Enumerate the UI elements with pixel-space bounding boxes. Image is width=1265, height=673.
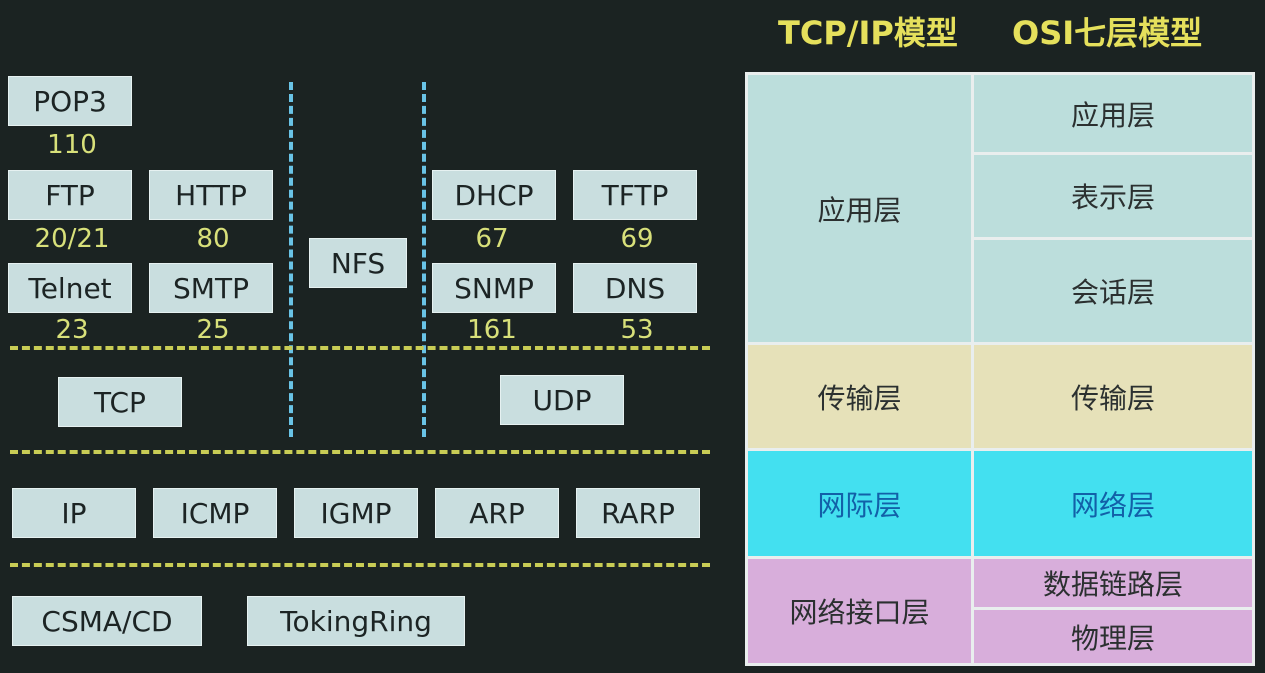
protocol-tftp: TFTP [573, 170, 697, 220]
protocol-icmp: ICMP [153, 488, 277, 538]
protocol-dhcp: DHCP [432, 170, 556, 220]
protocol-snmp: SNMP [432, 263, 556, 313]
port-http: 80 [196, 224, 230, 254]
protocol-dns: DNS [573, 263, 697, 313]
protocol-http: HTTP [149, 170, 273, 220]
osi-presentation-layer: 表示层 [974, 155, 1252, 237]
separator-transport-internet [10, 450, 710, 454]
osi-session-layer: 会话层 [974, 240, 1252, 342]
osi-network-layer: 网络层 [974, 451, 1252, 556]
tcpip-internet-layer: 网际层 [748, 451, 971, 556]
protocol-token-ring: TokingRing [247, 596, 465, 646]
port-telnet: 23 [55, 315, 89, 345]
tcpip-transport-layer: 传输层 [748, 345, 971, 448]
osi-transport-layer: 传输层 [974, 345, 1252, 448]
protocol-nfs: NFS [309, 238, 407, 288]
separator-internet-link [10, 563, 710, 567]
separator-app-transport [10, 346, 710, 350]
osi-application-layer: 应用层 [974, 75, 1252, 152]
port-ftp: 20/21 [34, 224, 110, 254]
osi-data-link-layer: 数据链路层 [974, 559, 1252, 607]
protocol-rarp: RARP [576, 488, 700, 538]
protocol-tcp: TCP [58, 377, 182, 427]
protocol-pop3: POP3 [8, 76, 132, 126]
protocol-udp: UDP [500, 375, 624, 425]
port-snmp: 161 [467, 315, 517, 345]
port-pop3: 110 [47, 130, 97, 160]
protocol-ftp: FTP [8, 170, 132, 220]
tcpip-model-heading: TCP/IP模型 [778, 14, 958, 52]
tcpip-application-layer: 应用层 [748, 75, 971, 342]
protocol-csma-cd: CSMA/CD [12, 596, 202, 646]
nfs-left-divider [289, 82, 293, 437]
protocol-telnet: Telnet [8, 263, 132, 313]
protocol-ip: IP [12, 488, 136, 538]
nfs-right-divider [422, 82, 426, 437]
port-dhcp: 67 [475, 224, 509, 254]
layer-comparison-table: 应用层 传输层 网际层 网络接口层 应用层 表示层 会话层 传输层 网络层 数据… [745, 72, 1255, 666]
protocol-smtp: SMTP [149, 263, 273, 313]
protocol-igmp: IGMP [294, 488, 418, 538]
tcpip-network-interface-layer: 网络接口层 [748, 559, 971, 663]
protocol-arp: ARP [435, 488, 559, 538]
port-dns: 53 [620, 315, 654, 345]
port-tftp: 69 [620, 224, 654, 254]
osi-physical-layer: 物理层 [974, 610, 1252, 663]
osi-model-heading: OSI七层模型 [1012, 14, 1203, 52]
port-smtp: 25 [196, 315, 230, 345]
